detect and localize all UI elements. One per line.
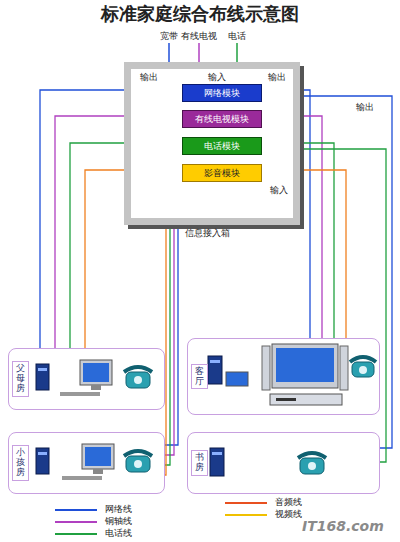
monitor: [83, 363, 109, 382]
module-label: 有线电视模块: [183, 111, 261, 127]
telephone: [300, 458, 324, 474]
telephone: [350, 357, 376, 377]
module-label: 电话模块: [183, 138, 261, 154]
legend-label: 电话线: [105, 528, 132, 539]
legend-label: 音频线: [275, 497, 302, 508]
telephone: [126, 372, 150, 388]
monitor: [60, 392, 100, 396]
computer-tower: [210, 448, 224, 476]
telephone: [134, 460, 142, 468]
computer-tower: [208, 356, 222, 384]
port-label: 有线电视: [181, 31, 217, 42]
television: [276, 348, 334, 382]
computer-tower: [36, 448, 49, 474]
room-name: 父母房: [16, 364, 25, 394]
television: [340, 346, 348, 390]
telephone: [352, 362, 374, 377]
computer-tower: [36, 448, 49, 474]
legend-swatch: [225, 514, 267, 516]
computer-tower: [210, 448, 224, 476]
dvd-player: [276, 398, 296, 401]
telephone: [298, 453, 326, 458]
telephone: [359, 366, 367, 374]
computer-tower: [38, 368, 47, 371]
telephone: [124, 451, 152, 472]
legend-label: 铜轴线: [105, 516, 132, 527]
legend-swatch: [55, 521, 97, 523]
dvd-player: [270, 394, 342, 405]
module-label: 影音模块: [183, 165, 261, 181]
diagram-title: 标准家庭综合布线示意图: [0, 3, 400, 25]
port-label: 电话: [228, 31, 246, 42]
computer-tower: [208, 356, 248, 386]
port-label: 输入: [270, 185, 288, 196]
television: [272, 344, 338, 388]
telephone: [126, 456, 150, 472]
monitor: [62, 444, 114, 480]
monitor: [62, 476, 102, 480]
room-name: 客厅: [195, 367, 204, 387]
legend-label: 视频线: [275, 509, 302, 520]
room-name-box: 小孩房: [12, 445, 29, 481]
computer-tower: [38, 452, 47, 455]
port-label: 输入: [208, 72, 226, 83]
module-box: 影音模块: [182, 164, 262, 182]
telephone: [124, 451, 152, 456]
port-label: 输出: [140, 72, 158, 83]
room-name-box: 书房: [191, 450, 208, 476]
port-label: 输出: [268, 72, 286, 83]
dvd-player: [270, 394, 342, 405]
telephone: [350, 357, 376, 362]
module-label: 网络模块: [183, 85, 261, 101]
watermark: IT168.com: [302, 518, 384, 535]
room-panel: 书房: [187, 432, 380, 494]
monitor: [80, 360, 112, 385]
room-name-box: 父母房: [12, 361, 29, 397]
box-caption: 信息接入箱: [185, 228, 230, 239]
computer-tower: [226, 372, 248, 386]
telephone: [124, 367, 152, 372]
television: [262, 344, 348, 390]
port-label: 输出: [356, 102, 374, 113]
room-panel: 客厅: [187, 338, 380, 415]
legend-label: 网络线: [105, 504, 132, 515]
room-panel: 小孩房: [8, 432, 165, 494]
distribution-box: 信息接入箱网络模块有线电视模块电话模块影音模块: [124, 62, 300, 225]
computer-tower: [36, 364, 49, 390]
legend-swatch: [225, 502, 267, 504]
telephone: [308, 462, 316, 470]
computer-tower: [210, 360, 220, 363]
telephone: [298, 453, 326, 474]
monitor: [93, 469, 103, 474]
monitor: [91, 385, 101, 390]
module-box: 网络模块: [182, 84, 262, 102]
computer-tower: [212, 452, 222, 455]
television: [262, 346, 270, 390]
port-label: 宽带: [160, 31, 178, 42]
telephone: [134, 376, 142, 384]
monitor: [85, 447, 111, 466]
module-box: 有线电视模块: [182, 110, 262, 128]
room-name-box: 客厅: [191, 364, 208, 390]
legend-swatch: [55, 533, 97, 535]
computer-tower: [36, 364, 49, 390]
room-panel: 父母房: [8, 348, 165, 410]
legend-swatch: [55, 509, 97, 511]
monitor: [82, 444, 114, 469]
module-box: 电话模块: [182, 137, 262, 155]
room-name: 小孩房: [16, 448, 25, 478]
room-name: 书房: [195, 453, 204, 473]
telephone: [124, 367, 152, 388]
monitor: [60, 360, 112, 396]
